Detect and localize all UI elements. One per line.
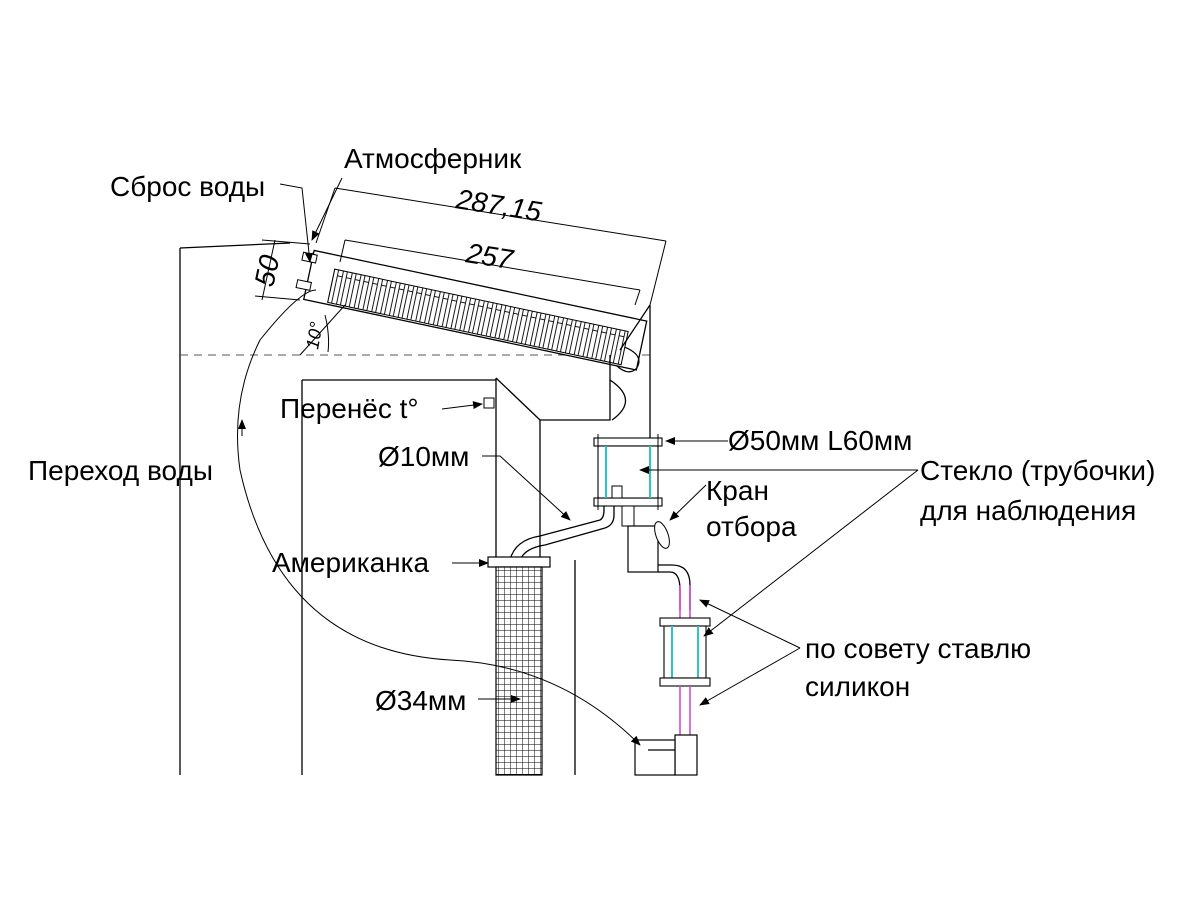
label-sovet-line1: по совету ставлю <box>805 633 1031 664</box>
dim-inner-length: 257 <box>463 237 516 275</box>
column-head <box>495 304 651 561</box>
tube-10mm <box>509 506 615 561</box>
draw-off-valve <box>621 505 691 610</box>
thermo-port <box>483 397 495 409</box>
output-line <box>634 585 711 776</box>
column-34mm <box>495 566 543 776</box>
sight-glass-main <box>593 434 663 510</box>
dimension-lines <box>254 187 667 356</box>
label-kran-line2: отбора <box>706 511 797 542</box>
label-sbros-vody: Сброс воды <box>110 171 265 202</box>
label-sovet-line2: силикон <box>805 671 910 702</box>
label-perehod-vody: Переход воды <box>28 455 213 486</box>
dim-total-length: 287,15 <box>453 183 544 227</box>
dim-height: 50 <box>249 252 286 289</box>
label-perenos-t: Перенёс t° <box>280 393 419 424</box>
label-amerikanka: Американка <box>272 547 429 578</box>
label-steklo-line1: Стекло (трубочки) <box>920 455 1155 486</box>
label-kran-line1: Кран <box>706 475 769 506</box>
dim-angle: 10° <box>302 320 326 350</box>
leader-lines <box>237 177 919 746</box>
frame-lines <box>179 242 650 775</box>
label-diam-10: Ø10мм <box>378 441 469 472</box>
label-diam-50: Ø50мм L60мм <box>728 425 912 456</box>
label-steklo-line2: для наблюдения <box>920 495 1136 526</box>
label-atmosfernik: Атмосферник <box>344 143 522 174</box>
americanka-nut <box>487 556 551 568</box>
label-diam-34: Ø34мм <box>375 685 466 716</box>
